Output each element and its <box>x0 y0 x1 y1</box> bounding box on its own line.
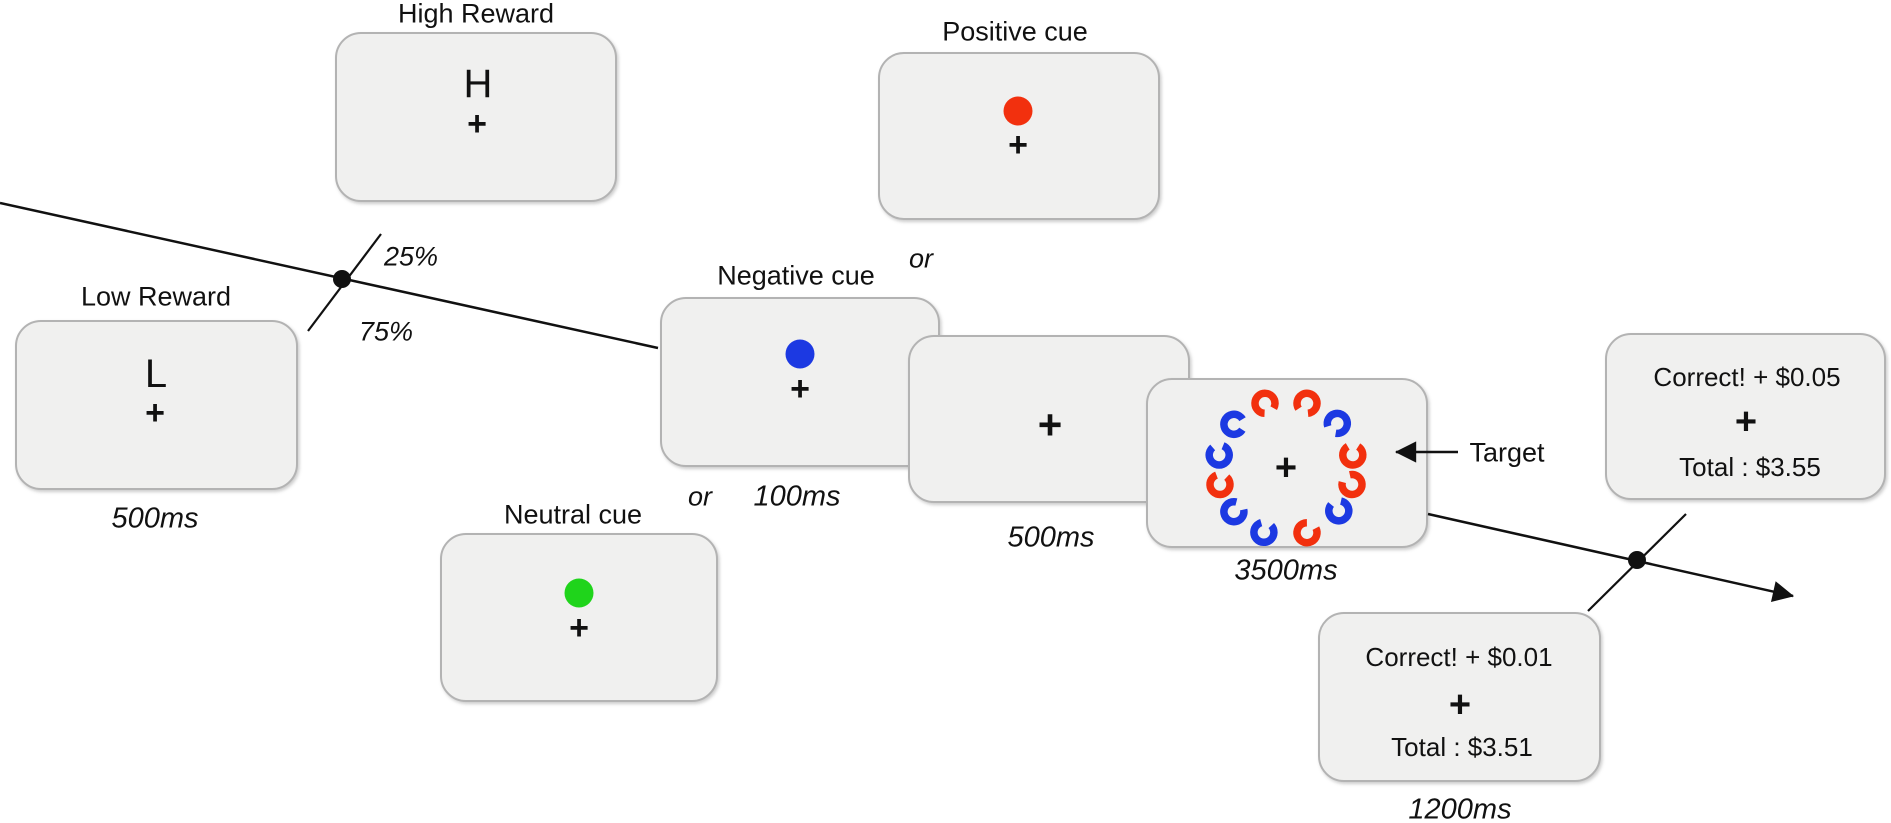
fixation-cross: + <box>1008 126 1028 164</box>
landolt-c <box>1206 470 1234 499</box>
fixation-cross: + <box>145 394 165 432</box>
landolt-c <box>1325 497 1353 525</box>
or-label-negative-neutral: or <box>687 481 713 512</box>
branch-node-feedback <box>1628 551 1646 569</box>
target-screen: + <box>1146 378 1428 548</box>
low-reward-title: Low Reward <box>80 281 232 312</box>
feedback-low-screen: Correct! + $0.01 + Total : $3.51 <box>1318 612 1601 782</box>
fixation-cross: + <box>1448 684 1472 726</box>
feedback-result-text: Correct! + $0.01 <box>1365 642 1553 672</box>
landolt-c <box>1338 470 1366 499</box>
branch-tick-feedback <box>1587 513 1687 612</box>
high-reward-title: High Reward <box>397 0 555 29</box>
landolt-c <box>1220 497 1248 526</box>
neutral-cue-dot <box>564 578 594 608</box>
low-reward-letter: L <box>144 352 168 396</box>
target-ring <box>1205 389 1367 547</box>
probability-low-label: 75% <box>358 316 414 347</box>
branch-line-feedback <box>1427 512 1795 602</box>
fixation-screen: + <box>908 335 1190 503</box>
negative-cue-title: Negative cue <box>717 260 875 291</box>
target-annotation-label: Target <box>1469 437 1545 468</box>
landolt-c <box>1250 518 1278 547</box>
landolt-c <box>1251 389 1279 418</box>
fixation-cross: + <box>569 609 589 647</box>
fixation-cross: + <box>1274 447 1298 489</box>
positive-cue-dot <box>1003 96 1033 126</box>
neutral-cue-title: Neutral cue <box>503 499 643 530</box>
low-reward-screen: L + <box>15 320 298 490</box>
fixation-cross: + <box>1734 401 1758 443</box>
fixation-cross: + <box>1037 401 1063 448</box>
positive-cue-screen: + <box>878 52 1160 220</box>
feedback-total-text: Total : $3.51 <box>1391 732 1533 762</box>
positive-cue-title: Positive cue <box>942 16 1088 47</box>
landolt-c <box>1323 409 1352 438</box>
feedback-duration: 1200ms <box>1408 793 1512 823</box>
low-reward-duration: 500ms <box>111 502 199 535</box>
high-reward-screen: H + <box>335 32 617 202</box>
landolt-c <box>1293 518 1321 547</box>
cue-duration: 100ms <box>753 480 841 513</box>
target-duration: 3500ms <box>1234 554 1338 587</box>
fixation-cross: + <box>790 370 810 408</box>
feedback-result-text: Correct! + $0.05 <box>1653 362 1841 392</box>
landolt-c-target <box>1339 441 1367 469</box>
fixation-cross: + <box>467 105 487 143</box>
landolt-c <box>1220 410 1248 439</box>
or-label-positive-negative: or <box>908 243 934 274</box>
landolt-c <box>1205 441 1233 469</box>
feedback-high-screen: Correct! + $0.05 + Total : $3.55 <box>1605 333 1886 500</box>
probability-high-label: 25% <box>383 241 439 272</box>
negative-cue-dot <box>785 339 815 369</box>
neutral-cue-screen: + <box>440 533 718 702</box>
branch-node-reward <box>333 270 351 288</box>
feedback-total-text: Total : $3.55 <box>1679 452 1821 482</box>
landolt-c <box>1293 389 1321 418</box>
fixation-duration: 500ms <box>1007 521 1095 554</box>
high-reward-letter: H <box>463 62 493 106</box>
negative-cue-screen: + <box>660 297 940 467</box>
